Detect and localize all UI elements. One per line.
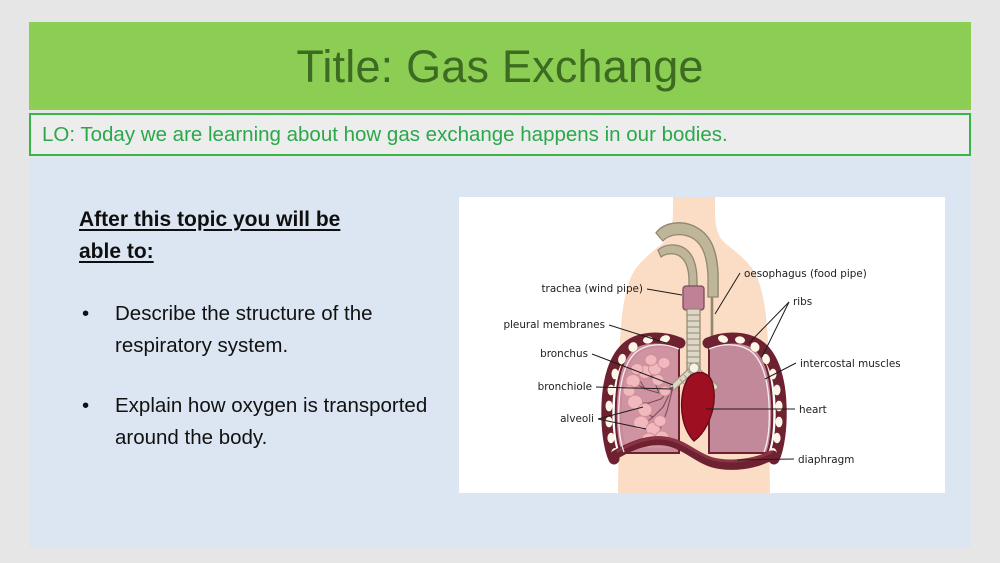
- diagram-leader-lines: [591, 272, 797, 461]
- diagram-label-bronchiole: bronchiole: [538, 381, 592, 393]
- diagram-label-intercostal-muscles: intercostal muscles: [800, 358, 901, 370]
- objectives-column: After this topic you will be able to: • …: [79, 204, 429, 482]
- respiratory-system-diagram: trachea (wind pipe) oesophagus (food pip…: [459, 197, 945, 493]
- bullet-point-icon: •: [82, 301, 90, 325]
- diagram-label-heart: heart: [799, 404, 827, 416]
- diagram-label-oesophagus: oesophagus (food pipe): [744, 268, 867, 280]
- objectives-heading: After this topic you will be able to:: [79, 208, 341, 263]
- learning-objective-bar: LO: Today we are learning about how gas …: [29, 113, 971, 156]
- diagram-label-bronchus: bronchus: [540, 348, 588, 360]
- list-item-label: Explain how oxygen is transported around…: [115, 393, 428, 449]
- objectives-list: • Describe the structure of the respirat…: [79, 298, 429, 454]
- slide-body-panel: After this topic you will be able to: • …: [29, 158, 971, 548]
- diagram-label-pleural-membranes: pleural membranes: [503, 319, 605, 331]
- heart-icon: [680, 371, 715, 442]
- diagram-label-diaphragm: diaphragm: [798, 454, 854, 466]
- learning-objective-text: LO: Today we are learning about how gas …: [42, 122, 728, 146]
- page-title: Title: Gas Exchange: [296, 40, 704, 92]
- diagram-label-trachea: trachea (wind pipe): [541, 283, 643, 295]
- trachea-icon: [686, 308, 701, 372]
- diagram-label-alveoli: alveoli: [560, 413, 594, 425]
- list-item: • Describe the structure of the respirat…: [79, 298, 429, 362]
- bullet-point-icon: •: [82, 393, 90, 417]
- slide-title-bar: Title: Gas Exchange: [29, 22, 971, 110]
- pleural-membranes-icon: [618, 344, 770, 453]
- list-item-label: Describe the structure of the respirator…: [115, 301, 373, 357]
- list-item: • Explain how oxygen is transported arou…: [79, 390, 429, 454]
- diagram-label-ribs: ribs: [793, 296, 812, 308]
- larynx-icon: [682, 285, 705, 311]
